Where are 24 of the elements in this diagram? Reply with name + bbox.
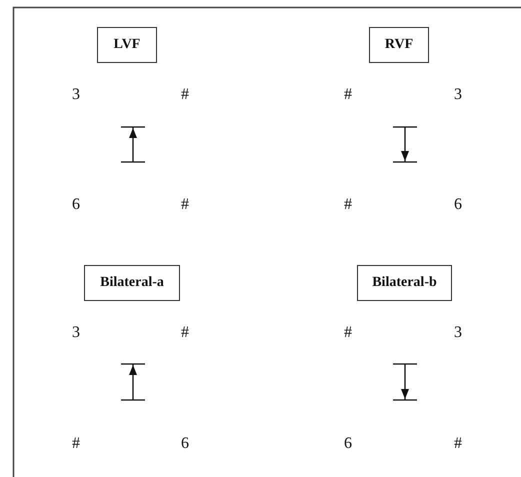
value-label: 3 xyxy=(72,86,80,104)
box-label: RVF xyxy=(384,37,414,53)
value-label: # xyxy=(454,435,462,453)
value-label: # xyxy=(344,196,352,214)
label-box xyxy=(84,265,180,301)
label-box xyxy=(369,27,429,63)
box-label: LVF xyxy=(114,37,140,53)
value-label: # xyxy=(344,86,352,104)
value-label: 6 xyxy=(344,435,352,453)
value-label: 6 xyxy=(181,435,189,453)
label-box xyxy=(357,265,452,301)
value-label: 3 xyxy=(454,324,462,342)
box-label: Bilateral-b xyxy=(372,275,437,291)
label-box xyxy=(97,27,157,63)
value-label: # xyxy=(344,324,352,342)
value-label: # xyxy=(72,435,80,453)
value-label: 6 xyxy=(454,196,462,214)
value-label: # xyxy=(181,324,189,342)
value-label: # xyxy=(181,196,189,214)
box-label: Bilateral-a xyxy=(100,275,164,291)
value-label: 6 xyxy=(72,196,80,214)
value-label: 3 xyxy=(72,324,80,342)
value-label: 3 xyxy=(454,86,462,104)
value-label: # xyxy=(181,86,189,104)
